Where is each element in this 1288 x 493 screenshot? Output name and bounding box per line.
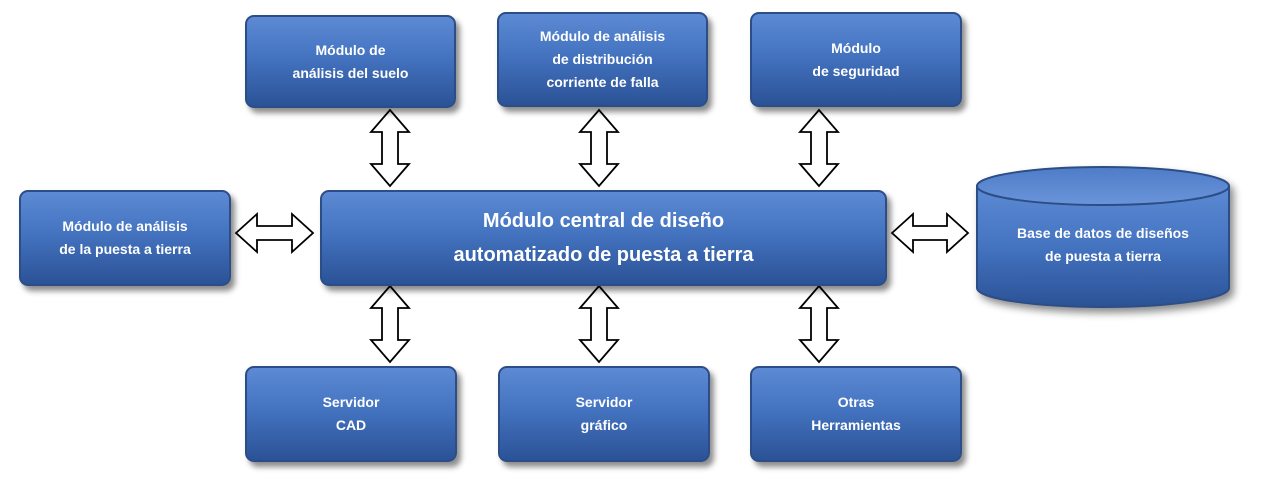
arrow-soil-central: [369, 108, 411, 188]
soil-module-line-2: análisis del suelo: [292, 64, 409, 81]
security-module-line-2: de seguridad: [812, 62, 900, 79]
soil-module-line-1: Módulo de: [315, 41, 386, 58]
database-line-2: de puesta a tierra: [1045, 248, 1161, 264]
graphic-server-line-2: gráfico: [580, 417, 628, 433]
cad-server-line-2: CAD: [335, 417, 367, 433]
security-module-line-1: Módulo: [831, 39, 881, 56]
design-database: Base de datos de diseños de puesta a tie…: [977, 205, 1229, 285]
other-tools: Otras Herramientas: [750, 366, 962, 462]
grounding-module-line-2: de la puesta a tierra: [59, 241, 191, 257]
cad-server-line-1: Servidor: [322, 394, 380, 410]
fault-module-line-3: corriente de falla: [546, 74, 659, 90]
database-cylinder-icon: [976, 166, 1230, 308]
security-module: Módulo de seguridad: [750, 12, 962, 107]
other-tools-line-1: Otras: [837, 394, 875, 410]
fault-current-analysis-module: Módulo de análisis de distribución corri…: [497, 12, 708, 107]
arrow-central-cad: [369, 284, 411, 364]
arrow-central-database: [890, 211, 970, 255]
fault-module-line-2: de distribución: [552, 51, 653, 67]
arrow-grounding-central: [234, 211, 315, 255]
graphic-server: Servidor gráfico: [498, 366, 710, 462]
soil-analysis-module: Módulo de análisis del suelo: [245, 15, 456, 108]
arrow-central-graphic: [578, 284, 620, 364]
central-module-line-2: automatizado de puesta a tierra: [453, 244, 754, 266]
cad-server: Servidor CAD: [245, 366, 457, 462]
central-design-module: Módulo central de diseño automatizado de…: [320, 190, 887, 286]
database-line-1: Base de datos de diseños: [1017, 225, 1189, 241]
arrow-security-central: [798, 108, 840, 188]
fault-module-line-1: Módulo de análisis: [539, 28, 666, 44]
arrow-central-tools: [798, 284, 840, 364]
grounding-module-line-1: Módulo de análisis: [62, 218, 188, 234]
arrow-fault-central: [578, 108, 620, 188]
central-module-line-1: Módulo central de diseño: [482, 210, 725, 232]
graphic-server-line-1: Servidor: [575, 394, 633, 410]
grounding-analysis-module: Módulo de análisis de la puesta a tierra: [19, 190, 231, 286]
other-tools-line-2: Herramientas: [811, 417, 901, 433]
